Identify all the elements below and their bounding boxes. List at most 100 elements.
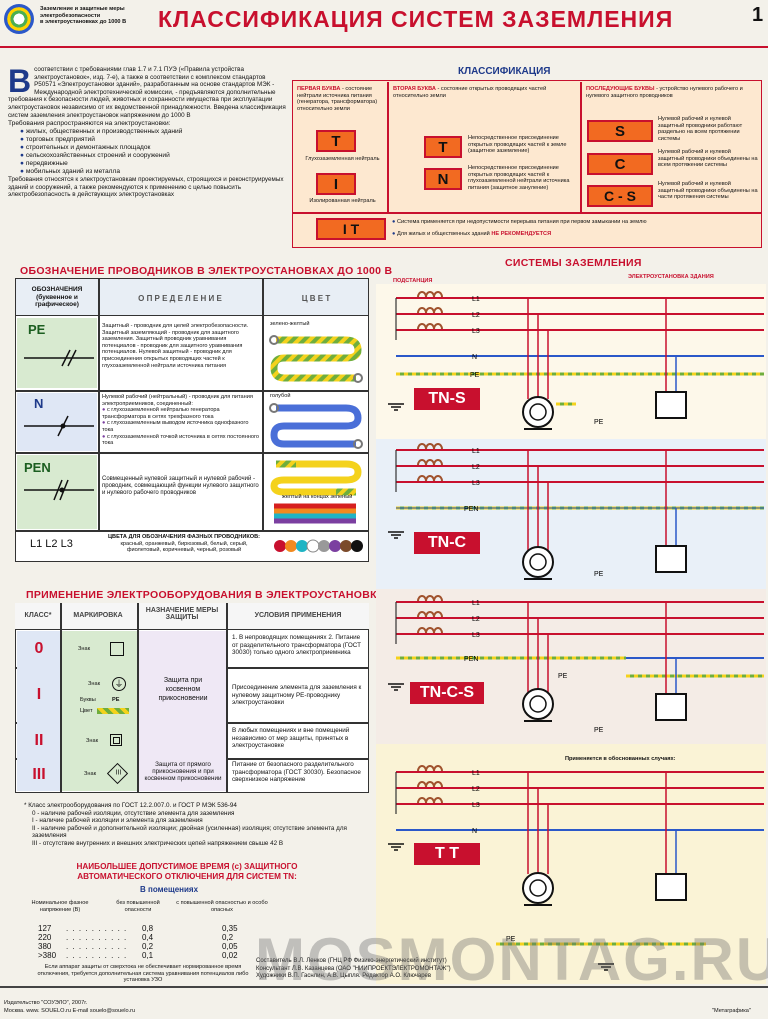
- cond-3: Питание от безопасного разделительного т…: [232, 761, 361, 783]
- tt-label: T T: [414, 843, 480, 865]
- letter-C: C: [587, 153, 653, 175]
- phase-label: L3: [472, 802, 480, 809]
- tt-note: Применяется в обоснованных случаях:: [565, 756, 676, 762]
- n-definition: Нулевой рабочий (нейтральный) - проводни…: [102, 394, 260, 447]
- phase-label: L3: [472, 480, 480, 487]
- classification-title: КЛАССИФИКАЦИЯ: [458, 66, 551, 77]
- letter-I-first: I: [316, 173, 356, 195]
- transformer-coil: [433, 765, 443, 772]
- n-wire-icon: [269, 403, 363, 449]
- letter-S: S: [587, 120, 653, 142]
- page-title: КЛАССИФИКАЦИЯ СИСТЕМ ЗАЗЕМЛЕНИЯ: [158, 6, 674, 32]
- wire-bundle-icon: [270, 503, 360, 525]
- cond-head-color: Ц В Е Т: [301, 294, 331, 303]
- list-item: ● сельскохозяйственных строений и сооруж…: [20, 152, 170, 160]
- dropcap: В: [8, 63, 32, 99]
- pen-wire-icon: [270, 460, 362, 496]
- pe-definition: Защитный - проводник для целей электробе…: [102, 323, 249, 369]
- load-icon: [655, 693, 687, 721]
- mark-0-label: Знак: [78, 646, 91, 652]
- systems-title: СИСТЕМЫ ЗАЗЕМЛЕНИЯ: [505, 257, 642, 269]
- systems-diagram: L1L2L3NPEPEL1L2L3PENPEL1L2L3PENPEPEL1L2L…: [376, 284, 766, 984]
- list-item: ● строительных и демонтажных площадок: [20, 144, 151, 152]
- ground-sign-icon: ⏚: [112, 677, 126, 691]
- eq-head-marking: МАРКИРОВКА: [73, 612, 123, 619]
- pen-label: PEN: [464, 506, 478, 513]
- cond-head-designation: ОБОЗНАЧЕНИЯ (буквенное и графическое): [31, 286, 83, 308]
- system-panel-0: [376, 284, 766, 439]
- pe-wire-icon: [269, 335, 363, 383]
- timing-note: Если аппарат защиты от сверхтока не обес…: [37, 964, 249, 984]
- intro-paragraph-2: Требования относятся к электроустановкам…: [8, 176, 284, 199]
- phase-color-swatches-icon: [274, 539, 363, 553]
- col1-head: ПЕРВАЯ БУКВА - состояние нейтрали источн…: [297, 86, 378, 112]
- motor-icon-rotor: [529, 695, 547, 713]
- class-III: III: [32, 766, 46, 783]
- n-symbol-cell: [17, 393, 97, 451]
- class-I: I: [36, 686, 42, 703]
- requirements-list: ● жилых, общественных и производственных…: [20, 128, 288, 176]
- mark-1-label: Знак: [88, 681, 101, 687]
- timing-head-normal: без повышенной опасности: [116, 900, 160, 913]
- transformer-coil: [433, 459, 443, 466]
- motor-icon: [522, 396, 554, 428]
- printer: "Метаграфика": [712, 1008, 751, 1014]
- transformer-coil: [433, 595, 443, 602]
- transformer-coil: [433, 797, 443, 804]
- phase-label: L3: [472, 328, 480, 335]
- equipment-title: ПРИМЕНЕНИЕ ЭЛЕКТРООБОРУДОВАНИЯ В ЭЛЕКТРО…: [26, 589, 392, 601]
- intro-block: В соответствии с требованиями глав 1.7 и…: [8, 63, 288, 199]
- pe-label: PE: [558, 673, 568, 680]
- motor-icon-rotor: [529, 553, 547, 571]
- pe-label: PE: [594, 571, 604, 578]
- pe-label: PE: [470, 372, 480, 379]
- n-symbol-icon: [24, 415, 94, 437]
- mark-2-label: Знак: [86, 738, 99, 744]
- phase-label: L1: [472, 296, 480, 303]
- eq-head-class: КЛАСС*: [24, 612, 52, 619]
- motor-icon: [522, 546, 554, 578]
- transformer-coil: [433, 781, 443, 788]
- eq-head-protection: НАЗНАЧЕНИЕ МЕРЫ ЗАЩИТЫ: [145, 607, 219, 621]
- phase-label: L1: [472, 770, 480, 777]
- transformer-coil: [433, 627, 443, 634]
- n-label: N: [34, 396, 44, 411]
- letter-C-S: C - S: [587, 185, 653, 207]
- list-item: ● торговых предприятий: [20, 136, 95, 144]
- it-note-2: ● Для жилых и общественных зданий НЕ РЕК…: [392, 231, 552, 237]
- load-icon: [655, 391, 687, 419]
- protection-direct: Защита от прямого прикосновения и при ко…: [144, 761, 222, 783]
- letter-N-second: N: [424, 168, 462, 190]
- requirements-title: Требования распространяются на электроус…: [8, 120, 171, 128]
- pe-label: PE: [506, 936, 516, 943]
- motor-icon-rotor: [529, 879, 547, 897]
- mark-color-label: Цвет: [80, 708, 93, 714]
- tns-label: TN-S: [414, 388, 480, 410]
- transformer-coil: [433, 291, 443, 298]
- pe-label: PE: [594, 419, 604, 426]
- desc-S: Нулевой рабочий и нулевой защитный прово…: [658, 116, 743, 142]
- publisher: Издательство "СОУЭЛО", 2007г.: [4, 1000, 88, 1006]
- page-number: 1: [752, 4, 764, 26]
- tnc-label: TN-C: [414, 532, 480, 554]
- phase-label: L1: [472, 600, 480, 607]
- desc-I-first: Изолированная нейтраль: [309, 198, 376, 204]
- mark-3-label: Знак: [84, 771, 97, 777]
- authors: Составитель В.Л. Ленков (ГНЦ РФ Физико-э…: [256, 958, 451, 979]
- pe-label: PE: [28, 322, 46, 337]
- phase-label: L2: [472, 616, 480, 623]
- n-label: N: [472, 354, 477, 361]
- pen-symbol-icon: [24, 479, 94, 501]
- protection-indirect: Защита при косвенном прикосновении: [158, 677, 208, 702]
- watermark: MOSMONTAG.RU: [255, 926, 768, 993]
- pe-label: PE: [594, 727, 604, 734]
- phase-label: L1: [472, 448, 480, 455]
- phase-color-text: ЦВЕТА ДЛЯ ОБОЗНАЧЕНИЯ ФАЗНЫХ ПРОВОДНИКОВ…: [107, 534, 261, 554]
- substation-label: ПОДСТАНЦИЯ: [393, 278, 433, 284]
- pe-color-label: зелено-желтый: [270, 321, 310, 327]
- mark-buk-value: PE: [112, 697, 120, 703]
- desc-T-first: Глухозаземленная нейтраль: [305, 156, 380, 162]
